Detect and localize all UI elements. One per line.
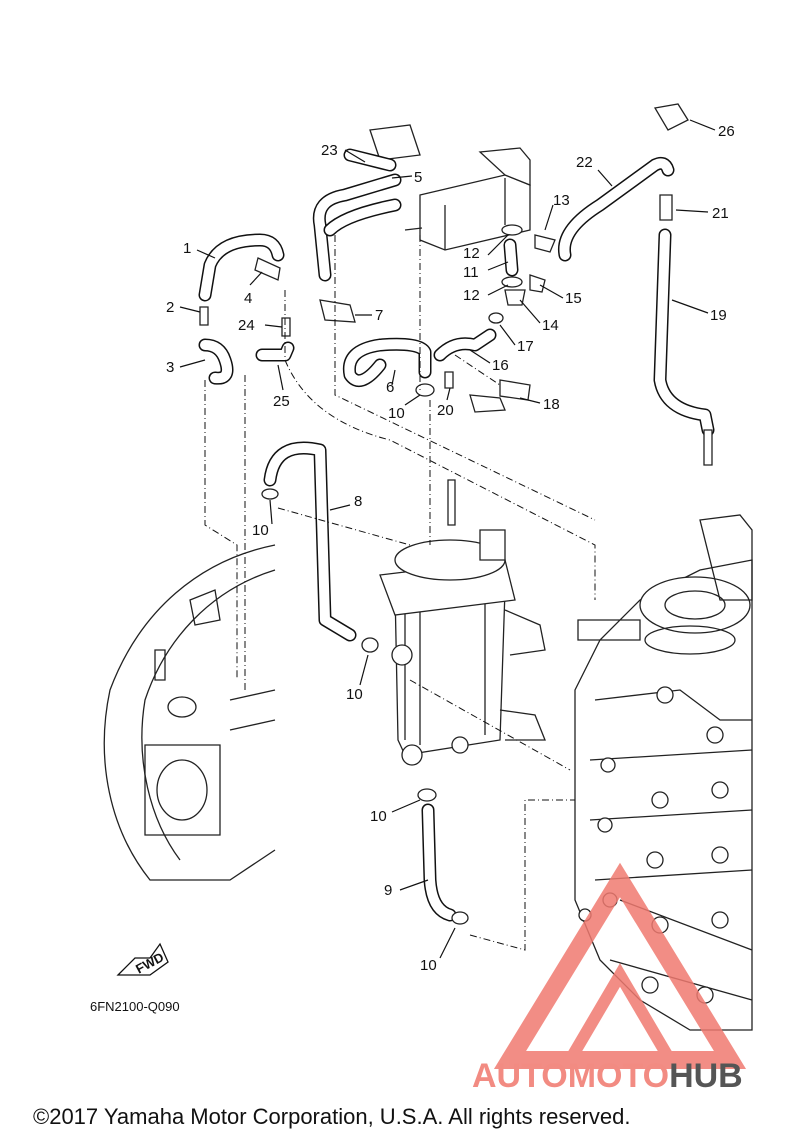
part-number: 10 — [252, 522, 269, 539]
part-number: 9 — [384, 882, 392, 899]
part-number: 10 — [420, 957, 437, 974]
drawing-code: 6FN2100-Q090 — [90, 999, 180, 1014]
part-number: 12 — [463, 245, 480, 262]
part-number: 24 — [238, 317, 255, 334]
part-number: 13 — [553, 192, 570, 209]
part-labels: 1 2 3 4 5 6 7 8 9 10 10 10 10 10 11 12 1… — [166, 123, 735, 974]
part-number: 17 — [517, 338, 534, 355]
fwd-arrow-icon: FWD — [116, 942, 169, 976]
part-number: 5 — [414, 169, 422, 186]
vapor-separator — [379, 529, 546, 766]
part-number: 11 — [463, 264, 479, 281]
part-number: 8 — [354, 493, 362, 510]
part-number: 25 — [273, 393, 290, 410]
part-number: 21 — [712, 205, 729, 222]
part-number: 19 — [710, 307, 727, 324]
copyright-notice: ©2017 Yamaha Motor Corporation, U.S.A. A… — [33, 1104, 630, 1129]
fittings — [199, 103, 713, 925]
part-number: 23 — [321, 142, 338, 159]
part-number: 4 — [244, 290, 252, 307]
hoses — [198, 148, 715, 922]
part-number: 14 — [542, 317, 559, 334]
part-number: 18 — [543, 396, 560, 413]
part-number: 15 — [565, 290, 582, 307]
routing-lines — [204, 235, 596, 951]
part-number: 1 — [183, 240, 191, 257]
part-number: 12 — [463, 287, 480, 304]
watermark-logo — [493, 862, 747, 1069]
part-number: 10 — [346, 686, 363, 703]
part-number: 26 — [718, 123, 735, 140]
leader-lines — [179, 119, 716, 959]
watermark-text: AUTOMOTOHUB — [472, 1057, 743, 1095]
part-number: 10 — [370, 808, 387, 825]
part-number: 3 — [166, 359, 174, 376]
part-number: 6 — [386, 379, 394, 396]
part-number: 7 — [375, 307, 383, 324]
part-number: 16 — [492, 357, 509, 374]
part-number: 20 — [437, 402, 454, 419]
part-number: 2 — [166, 299, 174, 316]
part-number: 22 — [576, 154, 593, 171]
intake-manifold — [103, 544, 276, 881]
part-number: 10 — [388, 405, 405, 422]
